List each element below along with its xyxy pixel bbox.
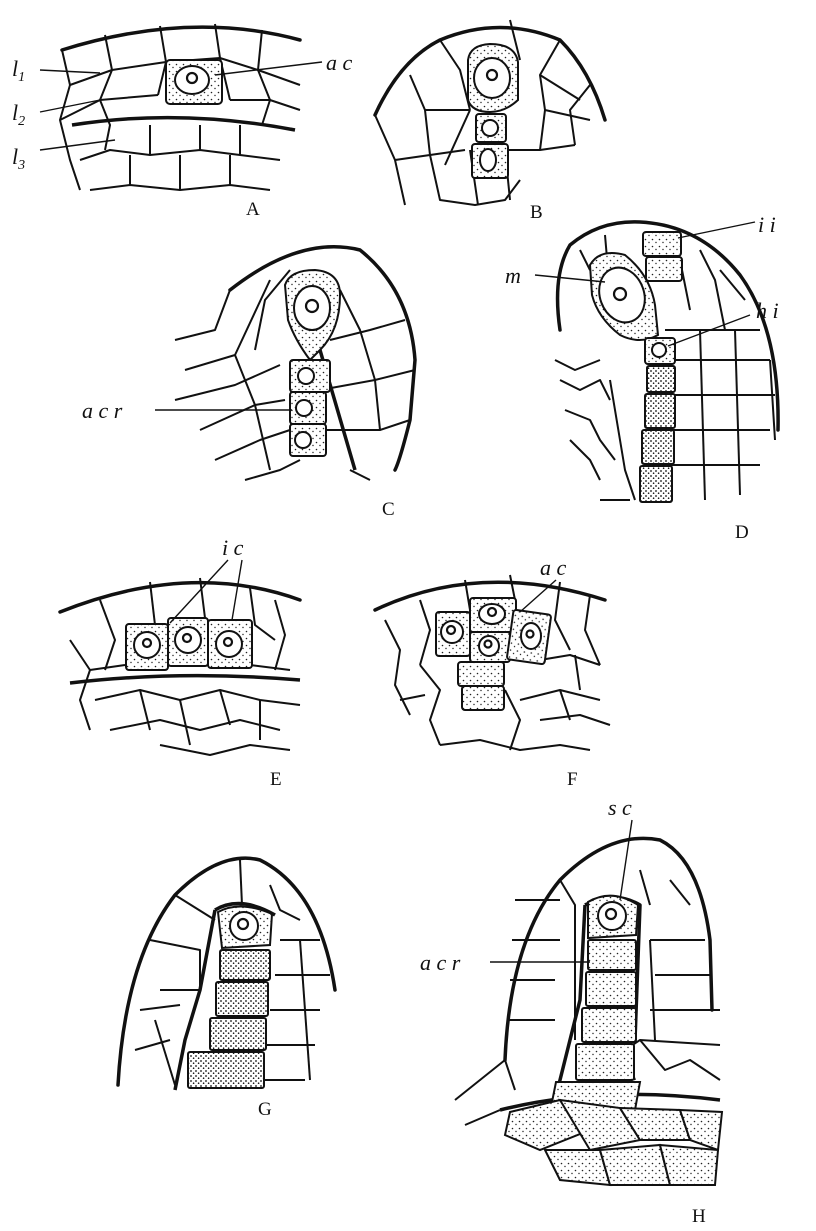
panel-e-letter: E bbox=[270, 769, 282, 790]
panel-f-letter: F bbox=[567, 769, 578, 790]
label-l1: l1 bbox=[12, 56, 25, 85]
label-ii: i i bbox=[758, 212, 776, 237]
panel-g-letter: G bbox=[258, 1099, 272, 1120]
label-sc: s c bbox=[608, 795, 632, 820]
panel-a-letter: A bbox=[246, 199, 260, 220]
label-l2: l2 bbox=[12, 100, 25, 129]
label-acr-h: a c r bbox=[420, 950, 461, 975]
label-ac: a c bbox=[326, 50, 353, 75]
panel-e: i c E bbox=[60, 535, 300, 790]
panel-h-letter: H bbox=[692, 1206, 706, 1227]
label-hi: h i bbox=[756, 298, 779, 323]
label-acr-c: a c r bbox=[82, 398, 123, 423]
panel-f: a c F bbox=[375, 555, 610, 790]
panel-b: B bbox=[375, 20, 605, 223]
label-ac-f: a c bbox=[540, 555, 567, 580]
label-m: m bbox=[505, 263, 521, 288]
panel-h: s c a c r H bbox=[420, 795, 722, 1227]
panel-c-letter: C bbox=[382, 499, 395, 520]
panel-a: l1 l2 l3 a c A bbox=[12, 24, 353, 220]
label-ic: i c bbox=[222, 535, 244, 560]
panel-d-letter: D bbox=[735, 522, 749, 543]
panel-d: i i m h i D bbox=[505, 212, 779, 543]
panel-b-letter: B bbox=[530, 202, 543, 223]
panel-g: G bbox=[118, 858, 335, 1120]
label-l3: l3 bbox=[12, 144, 25, 173]
panel-c: a c r C bbox=[82, 247, 415, 520]
